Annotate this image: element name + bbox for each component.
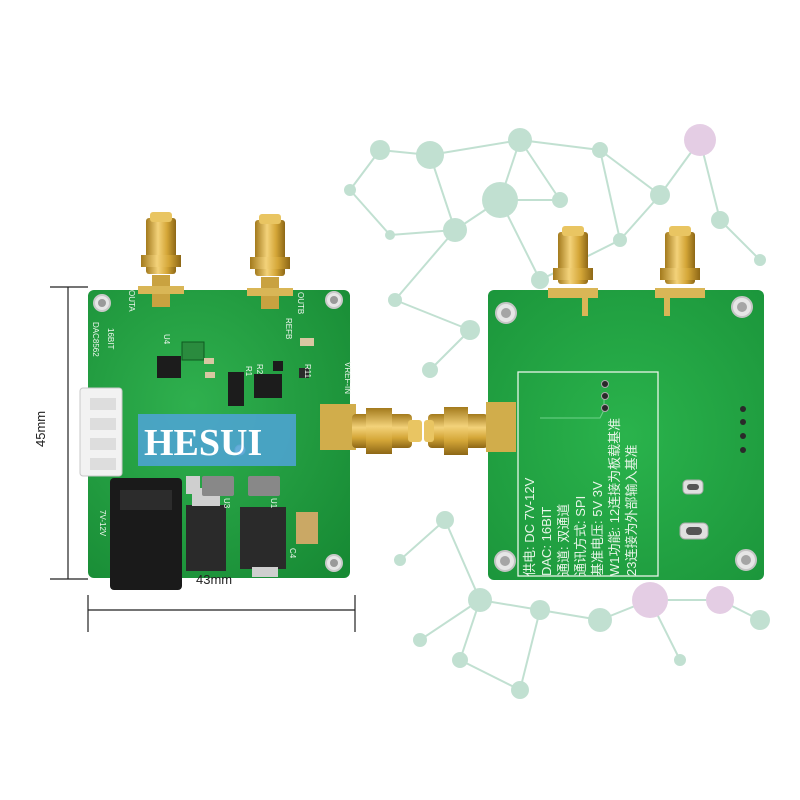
network-node xyxy=(416,141,444,169)
network-node xyxy=(588,608,612,632)
network-node xyxy=(592,142,608,158)
watermark: HESUI xyxy=(138,414,296,466)
back-sma-connector-left xyxy=(548,226,598,316)
network-node xyxy=(552,192,568,208)
bits-label: 16BIT xyxy=(106,328,115,349)
back-board: 供电: DC 7V-12V DAC: 16BIT 通道: 双通道 通讯方式: S… xyxy=(424,226,764,580)
network-node xyxy=(613,233,627,247)
refb-label: REFB xyxy=(284,318,293,339)
network-node xyxy=(754,254,766,266)
silk-u1: U1 xyxy=(269,498,278,509)
silk-u4: U4 xyxy=(162,334,171,345)
height-label: 45mm xyxy=(33,411,48,447)
network-edge xyxy=(519,139,561,201)
network-edge xyxy=(394,299,471,331)
network-node xyxy=(530,600,550,620)
silk-u3: U3 xyxy=(222,498,231,509)
network-node xyxy=(413,633,427,647)
spec-box-outline xyxy=(517,371,659,577)
network-node xyxy=(706,586,734,614)
network-edge xyxy=(459,659,521,691)
network-node xyxy=(443,218,467,242)
trace-line xyxy=(540,395,605,419)
model-label: DAC8562 xyxy=(91,322,100,357)
network-edge xyxy=(519,609,541,691)
dimension-height xyxy=(50,286,88,580)
network-node xyxy=(422,362,438,378)
network-node xyxy=(508,128,532,152)
network-node xyxy=(460,320,480,340)
network-node xyxy=(750,610,770,630)
network-node xyxy=(344,184,356,196)
dimension-width xyxy=(87,595,356,632)
width-label: 43mm xyxy=(196,572,232,587)
network-node xyxy=(394,554,406,566)
silk-r2: R2 xyxy=(255,364,264,375)
network-edge xyxy=(519,139,601,151)
pin-header-connector xyxy=(79,387,123,477)
watermark-text: HESUI xyxy=(144,422,262,464)
network-edge xyxy=(619,194,661,241)
dc-power-jack xyxy=(110,476,200,590)
network-node xyxy=(452,652,468,668)
vref-in-label: VREF-IN xyxy=(343,362,352,394)
network-edge xyxy=(394,229,456,301)
silk-r1: R1 xyxy=(244,366,253,377)
spec-line-2: DAC: 16BIT xyxy=(539,507,554,576)
back-pads xyxy=(601,380,746,540)
network-edge xyxy=(599,149,621,241)
sma-connector-vref-in xyxy=(320,404,422,454)
network-node xyxy=(650,185,670,205)
spec-line-4: 通讯方式: SPI xyxy=(573,496,588,576)
outa-label: OUTA xyxy=(127,290,136,312)
network-edge xyxy=(719,219,761,261)
silk-c4: C4 xyxy=(288,548,297,559)
network-node xyxy=(711,211,729,229)
network-node xyxy=(632,582,668,618)
outb-label: OUTB xyxy=(296,292,305,314)
network-node xyxy=(482,182,518,218)
network-node xyxy=(674,654,686,666)
back-mounting-holes xyxy=(494,296,757,572)
network-node xyxy=(684,124,716,156)
network-edge xyxy=(419,599,481,641)
spec-line-1: 供电: DC 7V-12V xyxy=(522,477,537,576)
network-edge xyxy=(429,139,521,156)
back-sma-connector-right xyxy=(655,226,705,316)
network-node xyxy=(388,293,402,307)
background-network-pattern xyxy=(344,124,770,699)
network-node xyxy=(531,271,549,289)
spec-line-3: 通道: 双通道 xyxy=(556,504,571,576)
network-node xyxy=(468,588,492,612)
silk-r11: R11 xyxy=(303,364,312,379)
network-edge xyxy=(599,149,661,196)
network-node xyxy=(385,230,395,240)
spec-line-7: 23连接为外部输入基准 xyxy=(624,445,639,576)
network-edge xyxy=(399,519,446,561)
front-silkscreen: DAC8562 16BIT 7V-12V OUTA OUTB REFB VREF… xyxy=(91,290,352,559)
spec-text: 供电: DC 7V-12V DAC: 16BIT 通道: 双通道 通讯方式: S… xyxy=(522,418,639,576)
network-node xyxy=(370,140,390,160)
network-edge xyxy=(349,189,391,236)
back-sma-connector-side xyxy=(424,402,516,455)
network-node xyxy=(436,511,454,529)
sma-connector-outa xyxy=(138,212,184,307)
spec-line-6: W1功能: 12连接为板载基准 xyxy=(607,418,622,576)
ic-chips xyxy=(157,338,318,577)
sma-connector-outb xyxy=(247,214,293,309)
front-board: DAC8562 16BIT 7V-12V OUTA OUTB REFB VREF… xyxy=(79,212,422,590)
network-node xyxy=(511,681,529,699)
network-edge xyxy=(444,519,481,601)
spec-line-5: 基准电压: 5V 3V xyxy=(590,481,605,576)
power-label: 7V-12V xyxy=(98,510,107,537)
